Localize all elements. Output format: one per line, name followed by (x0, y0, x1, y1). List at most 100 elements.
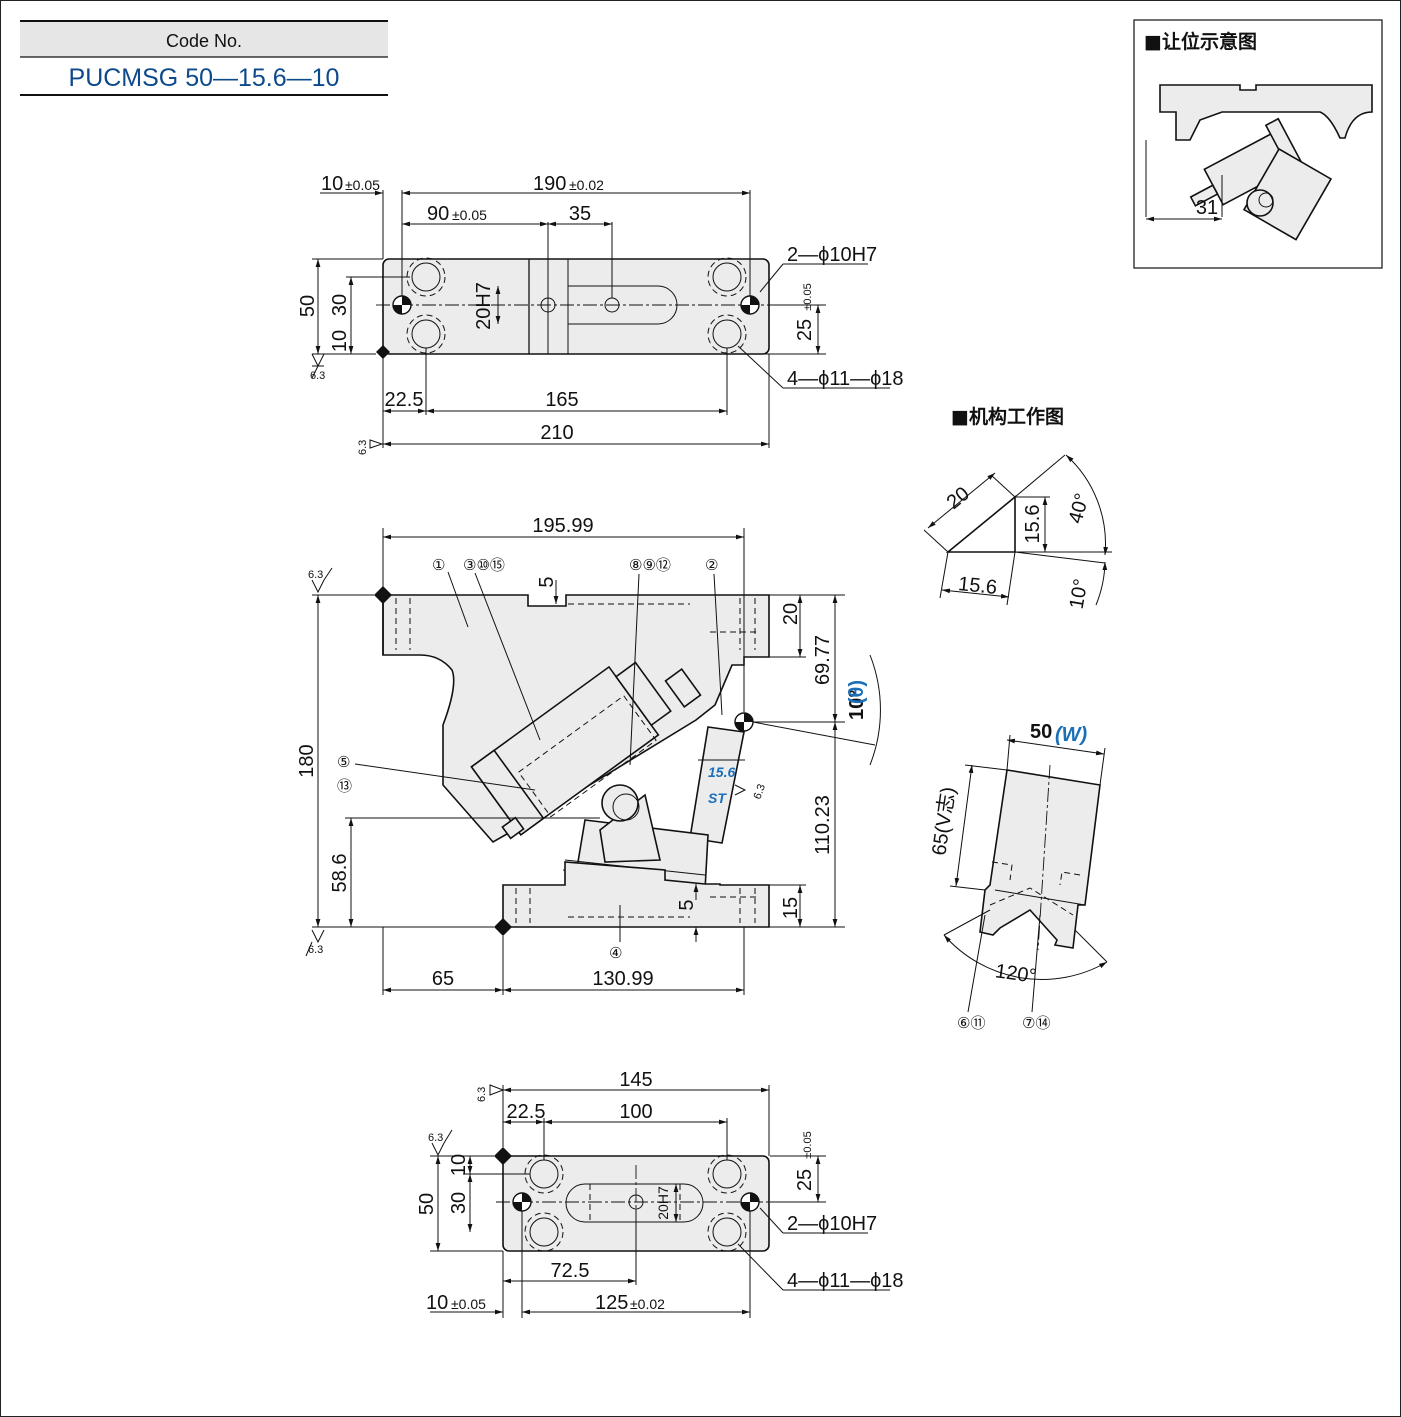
pin-hole-marker (392, 295, 412, 315)
side-angle: 10° (846, 690, 868, 720)
dim-bolt-edge: 22.5 (385, 389, 424, 411)
bottom-height: 50 (416, 1193, 438, 1215)
end-view: 50 (W) 65(V志) 120° ⑥⑪ ⑦⑭ (927, 721, 1108, 1032)
roughness-symbol: 6.3 (310, 353, 325, 382)
side-left-offset: 65 (432, 968, 454, 990)
bolt-hole (707, 257, 747, 297)
clearance-dim: 31 (1196, 197, 1218, 219)
side-lower-plate (502, 861, 770, 928)
balloon-3-10-15: ③⑩⑮ (463, 556, 505, 574)
bottom-right-offset-tol: ±0.05 (802, 1131, 814, 1158)
side-overall-width: 195.99 (532, 515, 593, 537)
roughness-symbol: 6.3 (305, 929, 325, 957)
end-height-label: 65(V志) (927, 785, 959, 856)
dim-pin-to-slot: 90 (427, 203, 449, 225)
dim-height: 50 (297, 295, 319, 317)
bottom-half-height: 30 (448, 1192, 470, 1214)
balloon-6-11: ⑥⑪ (957, 1014, 985, 1032)
bottom-right-offset: 25 (794, 1169, 816, 1191)
bottom-pin-pitch: 125 (595, 1292, 628, 1314)
top-view: 10 ±0.05 190 ±0.02 90 ±0.05 35 50 30 10 … (297, 173, 904, 455)
dim-pin-to-slot-tol: ±0.05 (452, 207, 487, 223)
svg-text:6.3: 6.3 (476, 1087, 488, 1102)
clearance-diagram: ■让位示意图 31 (1133, 19, 1383, 269)
callout-bolt-holes: 4—ϕ11—ϕ18 (787, 368, 904, 390)
top-plate (382, 258, 770, 355)
clearance-title: ■让位示意图 (1144, 30, 1257, 53)
side-lower-height: 110.23 (812, 795, 834, 855)
balloon-5: ⑤ (337, 753, 350, 771)
mech-angle-small: 10° (1066, 577, 1093, 611)
balloon-8-9-12: ⑧⑨⑫ (629, 556, 671, 574)
end-width: 50 (1030, 721, 1052, 743)
code-block: Code No. PUCMSG 50—15.6—10 (20, 20, 388, 96)
bottom-slot-width: 20H7 (655, 1186, 671, 1220)
dim-hole-pitch: 190 (533, 173, 566, 195)
roughness-symbol: 6.3 (357, 439, 384, 455)
mechanism-diagram: ■机构工作图 20 15.6 15.6 40° 10° (923, 405, 1112, 611)
side-angle-symbol: (θ) (846, 680, 868, 704)
side-lower-offset: 58.6 (329, 854, 351, 893)
pin-hole-marker (512, 1192, 532, 1212)
bottom-overall-len: 145 (619, 1069, 652, 1091)
bolt-hole (524, 1212, 564, 1252)
side-bottom-notch: 5 (676, 899, 698, 910)
svg-text:6.3: 6.3 (308, 944, 323, 956)
dim-overall-len: 210 (540, 422, 573, 444)
dim-slot-len: 35 (569, 203, 591, 225)
dim-slot-width: 20H7 (473, 282, 495, 330)
dim-bottom-offset: 10 (329, 330, 351, 352)
side-top-flange: 20 (780, 603, 802, 625)
slider-block (689, 726, 745, 844)
mech-angle-big: 40° (1065, 491, 1094, 526)
pin-hole-marker (740, 295, 760, 315)
dim-left-offset: 10 (321, 173, 343, 195)
roughness-symbol: 6.3 (734, 783, 768, 801)
bottom-bolt-pitch: 100 (619, 1101, 652, 1123)
side-lower-len: 130.99 (592, 968, 653, 990)
balloon-1: ① (432, 556, 445, 574)
side-overall-height: 180 (296, 744, 318, 777)
dim-hole-pitch-tol: ±0.02 (569, 177, 604, 193)
bottom-left-offset: 10 (426, 1292, 448, 1314)
dim-left-tol: ±0.05 (345, 177, 380, 193)
end-width-symbol: (W) (1055, 724, 1088, 746)
bolt-hole (406, 257, 446, 297)
roughness-symbol: 6.3 (476, 1084, 505, 1102)
bottom-bolt-edge: 22.5 (507, 1101, 546, 1123)
bottom-pin-pitch-tol: ±0.02 (630, 1296, 665, 1312)
svg-text:6.3: 6.3 (357, 440, 369, 455)
code-label: Code No. (166, 31, 242, 51)
bolt-hole (707, 1212, 747, 1252)
bottom-left-tol: ±0.05 (451, 1296, 486, 1312)
balloon-7-14: ⑦⑭ (1022, 1014, 1050, 1032)
bottom-top-offset: 10 (448, 1154, 470, 1176)
balloon-4: ④ (609, 944, 622, 962)
dim-right-offset-tol: ±0.05 (802, 283, 814, 310)
mech-horiz: 15.6 (957, 573, 998, 599)
clearance-body (1159, 84, 1373, 141)
bottom-callout-bolt-holes: 4—ϕ11—ϕ18 (787, 1270, 904, 1292)
svg-text:6.3: 6.3 (310, 370, 325, 382)
bottom-slot-pos: 72.5 (551, 1260, 590, 1282)
code-value: PUCMSG 50—15.6—10 (69, 64, 340, 92)
bottom-callout-pin-holes: 2—ϕ10H7 (787, 1213, 877, 1235)
bottom-view: 145 22.5 100 10 50 30 20H7 25 ±0.05 72.5… (416, 1069, 904, 1318)
balloon-13: ⑬ (337, 777, 352, 795)
mech-hyp: 20 (943, 483, 974, 514)
pin-hole-marker (740, 1192, 760, 1212)
mechanism-title: ■机构工作图 (951, 405, 1064, 428)
side-bottom-flange: 15 (780, 897, 802, 919)
side-upper-height: 69.77 (812, 635, 834, 685)
side-stroke-label: ST (708, 790, 727, 806)
dim-bolt-pitch: 165 (545, 389, 578, 411)
dim-half-height: 30 (329, 294, 351, 316)
side-notch-depth: 5 (536, 576, 558, 587)
svg-text:6.3: 6.3 (428, 1132, 443, 1144)
mech-vert: 15.6 (1022, 505, 1044, 544)
roughness-symbol: 6.3 (428, 1129, 453, 1157)
roughness-symbol: 6.3 (308, 567, 333, 594)
callout-pin-holes: 2—ϕ10H7 (787, 244, 877, 266)
pin-hole-marker (734, 712, 754, 732)
